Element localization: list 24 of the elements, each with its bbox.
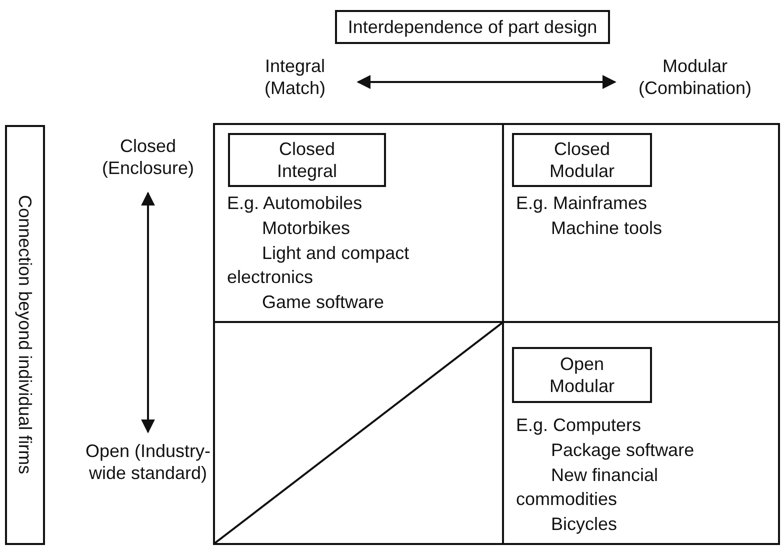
example-item: E.g. Automobiles — [227, 192, 364, 215]
axis-label: Open (Industry-wide standard) — [78, 440, 218, 540]
axis-label: Closed (Enclosure) — [88, 135, 208, 185]
axis-label: Integral (Match) — [240, 55, 350, 105]
category-box: Closed Modular — [512, 133, 652, 187]
example-item: New financial commodities — [516, 464, 660, 511]
double-arrow — [356, 75, 616, 89]
matrix-cell — [502, 321, 780, 545]
example-item: E.g. Mainframes — [516, 192, 648, 215]
matrix-cell — [213, 123, 504, 323]
axis-title-box: Connection beyond individual firms — [5, 125, 45, 545]
example-item: Motorbikes — [261, 217, 352, 240]
double-arrow — [141, 192, 155, 434]
matrix-cell — [502, 123, 780, 323]
category-box: Open Modular — [512, 347, 652, 403]
example-item: Bicycles — [550, 513, 618, 536]
axis-label: Modular (Combination) — [615, 55, 775, 105]
example-item: E.g. Computers — [516, 414, 642, 437]
heading-box: Interdependence of part design — [335, 10, 610, 44]
example-item: Game software — [261, 291, 386, 314]
example-item: Light and compact electronics — [227, 242, 410, 289]
example-item: Machine tools — [550, 217, 664, 240]
category-box: Closed Integral — [228, 133, 386, 187]
example-item: Package software — [550, 439, 696, 462]
